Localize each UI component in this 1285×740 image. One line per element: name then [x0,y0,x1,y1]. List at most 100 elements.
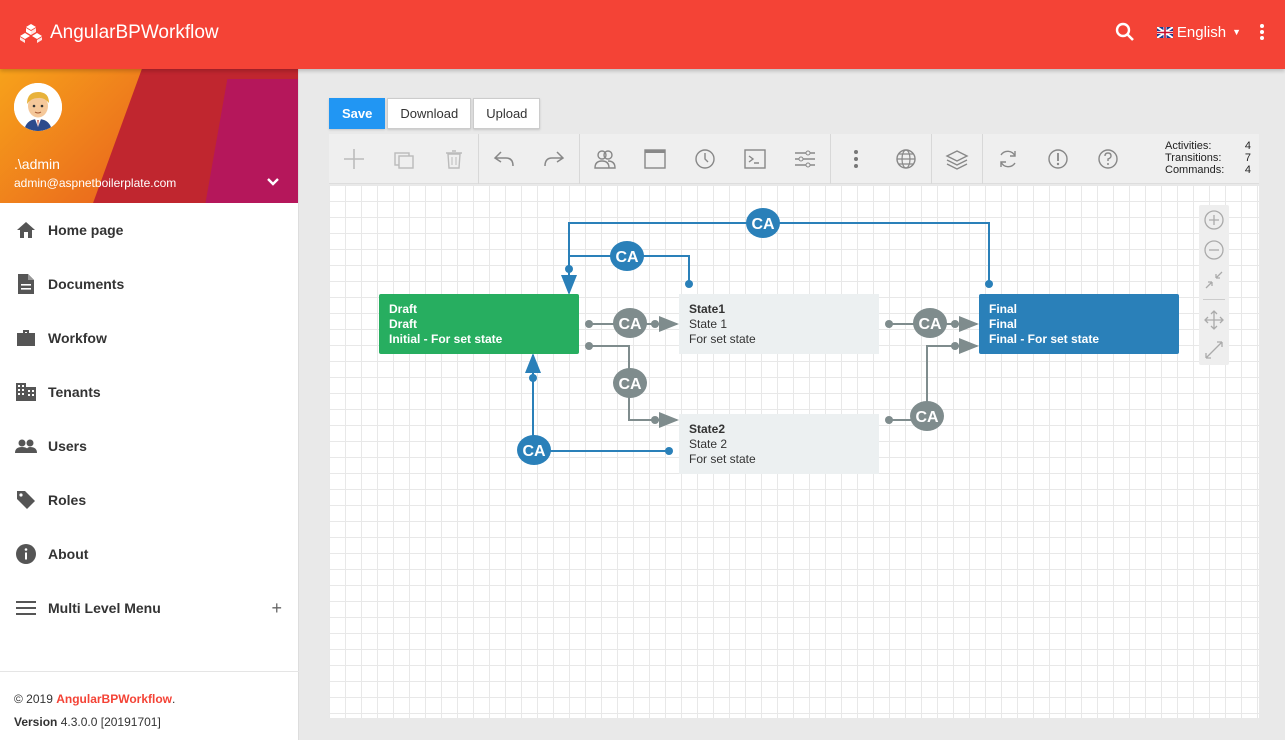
download-button[interactable]: Download [387,98,472,129]
uk-flag-icon [1156,26,1173,38]
layers-icon[interactable] [945,147,969,171]
ca-badge-state2-draft[interactable]: CA [517,435,551,465]
window-icon[interactable] [643,147,667,171]
toolbar-group-history [479,134,580,184]
ca-badge-draft-state2[interactable]: CA [613,368,647,398]
ca-label: CA [615,249,639,266]
expand-plus-icon[interactable]: + [271,597,282,618]
cubes-logo-icon [20,24,42,43]
sidebar-item-roles[interactable]: Roles [0,473,298,527]
designer-toolbar: Activities:4 Transitions:7 Commands:4 [329,134,1259,184]
activity-state: State 1 [689,317,728,331]
activity-state: Draft [389,317,418,331]
sidebar-item-label: Multi Level Menu [48,600,161,616]
sidebar-item-workflow[interactable]: Workfow [0,311,298,365]
ca-badge-draft-state1[interactable]: CA [613,308,647,338]
ca-badge-state1-draft[interactable]: CA [610,241,644,271]
ca-label: CA [751,216,775,233]
sidebar-item-label: Workfow [48,330,107,346]
toolbar-group-layers [932,134,983,184]
building-icon [14,380,38,404]
sidebar-item-documents[interactable]: Documents [0,257,298,311]
commands-count: 4 [1244,164,1251,176]
caret-down-icon: ▼ [1232,27,1241,37]
transitions-label: Transitions: [1165,152,1222,164]
refresh-icon[interactable] [996,147,1020,171]
sidebar-item-tenants[interactable]: Tenants [0,365,298,419]
terminal-icon[interactable] [743,147,767,171]
search-icon[interactable] [1115,22,1135,42]
tag-icon [14,488,38,512]
ca-label: CA [522,443,546,460]
activity-desc: For set state [689,332,756,346]
activity-desc: For set state [689,452,756,466]
toolbar-group-edit [329,134,479,184]
transition-state2-final[interactable] [885,338,979,424]
sidebar-item-label: Documents [48,276,125,292]
version-value: 4.3.0.0 [20191701] [60,715,161,729]
redo-icon[interactable] [542,147,566,171]
activity-state1[interactable]: State1 State 1 For set state [679,294,879,354]
sidebar-footer: © 2019 AngularBPWorkflow. Version 4.3.0.… [0,671,299,740]
home-icon [14,218,38,242]
language-label: English [1176,23,1227,41]
ca-badge-state1-final[interactable]: CA [913,308,947,338]
actors-icon[interactable] [593,147,617,171]
sidebar: .\admin admin@aspnetboilerplate.com Home… [0,69,299,740]
app-title: AngularBPWorkflow [50,22,219,43]
user-panel: .\admin admin@aspnetboilerplate.com [0,69,298,203]
copyright-text: © 2019 [14,692,53,706]
trash-icon[interactable] [442,147,466,171]
workflow-canvas[interactable]: CA CA CA CA CA CA CA Draft Draft Initial… [329,185,1259,718]
sidebar-item-users[interactable]: Users [0,419,298,473]
chevron-down-icon[interactable] [266,177,280,187]
activities-count: 4 [1244,140,1251,152]
app-brand[interactable]: AngularBPWorkflow [20,22,219,44]
sidebar-item-home[interactable]: Home page [0,203,298,257]
footer-dot: . [172,692,176,706]
transitions-layer: CA CA CA CA CA CA CA [517,208,993,465]
ca-badge-final-draft[interactable]: CA [746,208,780,238]
sidebar-item-label: Users [48,438,87,454]
activity-desc: Final - For set state [989,332,1100,346]
save-button[interactable]: Save [329,98,386,129]
activity-desc: Initial - For set state [389,332,503,346]
top-bar: AngularBPWorkflow English ▼ [0,0,1285,69]
more-vert-icon[interactable] [1259,23,1265,41]
activity-state: Final [989,317,1018,331]
transition-state2-draft[interactable] [525,353,673,455]
activity-name: Draft [389,302,418,316]
footer-brand-link[interactable]: AngularBPWorkflow [56,692,172,706]
copy-icon[interactable] [392,147,416,171]
sidebar-item-about[interactable]: About [0,527,298,581]
alert-icon[interactable] [1046,147,1070,171]
upload-button[interactable]: Upload [473,98,541,129]
expand-icon[interactable] [1203,339,1225,361]
menu-icon [14,596,38,620]
people-icon [14,434,38,458]
add-icon[interactable] [342,147,366,171]
activity-state2[interactable]: State2 State 2 For set state [679,414,879,474]
zoom-out-icon[interactable] [1203,239,1225,261]
activity-name: Final [989,302,1018,316]
move-icon[interactable] [1203,309,1225,331]
more-vert-icon[interactable] [844,147,868,171]
sidebar-item-multi-level-menu[interactable]: Multi Level Menu + [0,581,298,635]
timer-icon[interactable] [693,147,717,171]
designer-actions: Save Download Upload [329,98,542,129]
zoom-in-icon[interactable] [1203,209,1225,231]
undo-icon[interactable] [492,147,516,171]
activity-final[interactable]: Final Final Final - For set state [979,294,1179,354]
help-icon[interactable] [1096,147,1120,171]
activity-draft[interactable]: Draft Draft Initial - For set state [379,294,579,354]
sliders-icon[interactable] [793,147,817,171]
sidebar-item-label: Roles [48,492,87,508]
zoom-toolbar [1199,205,1229,365]
toolbar-group-misc [831,134,932,184]
activities-label: Activities: [1165,140,1212,152]
globe-icon[interactable] [894,147,918,171]
language-selector[interactable]: English ▼ [1156,23,1241,41]
shrink-icon[interactable] [1203,269,1225,291]
activity-name: State1 [689,302,726,316]
ca-badge-state2-final[interactable]: CA [910,401,944,431]
